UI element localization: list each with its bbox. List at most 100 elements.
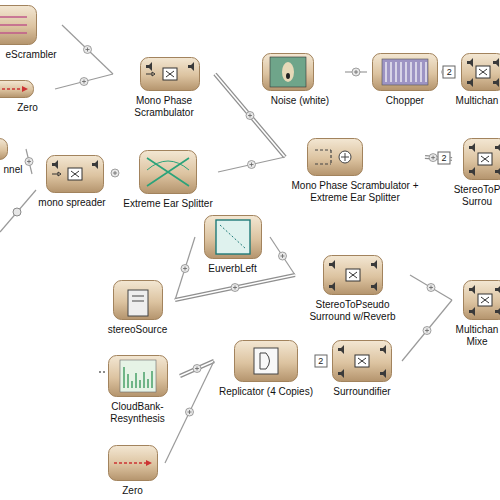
module-node: Extreme Ear Splitter [118, 150, 218, 210]
patch-wire [402, 300, 452, 361]
icon-glyph [254, 348, 278, 374]
module-node: EuverbLeft [195, 215, 270, 275]
wire-junction [181, 265, 189, 273]
ellipsis-dots [99, 371, 105, 373]
icon-glyph [382, 59, 428, 85]
module-label: nnel [0, 164, 26, 176]
module-icon [372, 53, 438, 91]
patch-wire [180, 361, 214, 376]
icon-glyph [0, 17, 27, 33]
icon-body [108, 356, 167, 397]
module-icon [262, 53, 314, 91]
module-node: Zero [100, 445, 165, 497]
wire-junction [111, 169, 119, 177]
module-node: Multichan Mixe [452, 280, 500, 348]
module-label: Zero [0, 102, 55, 114]
module-label: Extreme Ear Splitter [118, 198, 218, 210]
module-label: Surroundifier [322, 386, 402, 398]
icon-body [462, 54, 500, 91]
icon-body [323, 256, 382, 295]
module-label: Multichan Mixe [452, 324, 500, 348]
module-icon [46, 155, 104, 193]
module-icon [463, 138, 500, 180]
module-node: Mono Phase Scrambulator [113, 57, 215, 119]
module-icon [307, 138, 363, 176]
icon-body [0, 139, 8, 160]
module-node: Noise (white) [255, 53, 345, 107]
module-icon [113, 280, 163, 320]
wire-junction [193, 365, 201, 373]
icon-body [204, 216, 261, 259]
module-label: Multichan [452, 95, 500, 107]
icon-glyph [338, 345, 386, 378]
module-node: stereoSource [100, 280, 175, 336]
icon-glyph [469, 285, 500, 316]
icon-glyph [329, 260, 377, 291]
module-icon [461, 53, 500, 91]
icon-body [263, 54, 314, 91]
patch-wire [175, 275, 295, 300]
module-label: stereoSource [100, 324, 175, 336]
module-node: Multichan [452, 53, 500, 107]
patch-wire [270, 237, 295, 275]
icon-glyph [216, 220, 250, 254]
module-icon [234, 340, 298, 382]
double-wire-outline [175, 275, 295, 300]
module-node: CloudBank- Resynthesis [95, 355, 180, 425]
module-label: Zero [100, 485, 165, 497]
icon-glyph [0, 86, 28, 92]
module-icon [140, 57, 200, 91]
icon-glyph [467, 58, 499, 87]
icon-body [373, 54, 438, 91]
icon-glyph [146, 62, 194, 80]
patch-wire [175, 237, 195, 300]
icon-glyph [469, 143, 500, 176]
module-node: eScrambler [0, 5, 62, 61]
icon-body [140, 151, 197, 194]
wire-junction [427, 284, 435, 292]
channel-count: 2 [314, 355, 327, 368]
icon-body [464, 139, 500, 180]
icon-glyph [315, 150, 351, 164]
module-node: Surroundifier [322, 340, 402, 398]
module-label: Chopper [367, 95, 443, 107]
wire-junction [84, 46, 92, 54]
module-label: StereoToPseudo Surround w/Reverb [295, 299, 410, 323]
module-icon [108, 445, 158, 481]
module-label: EuverbLeft [195, 263, 270, 275]
icon-body [464, 281, 500, 320]
module-node: StereoToPseudo Surround w/Reverb [295, 255, 410, 323]
module-icon [139, 150, 197, 194]
patch-wire [62, 25, 113, 74]
module-label: CloudBank- Resynthesis [95, 401, 180, 425]
icon-body [47, 156, 104, 193]
module-label: mono spreader [32, 197, 112, 209]
wire-junction [279, 252, 287, 260]
module-node: Replicator (4 Copies) [214, 340, 318, 398]
module-node: Zero [0, 80, 55, 114]
module-icon [332, 340, 392, 382]
wire-junction [25, 158, 33, 166]
patch-wire [410, 275, 452, 300]
icon-body [0, 81, 33, 98]
module-label: Mono Phase Scrambulator + Extreme Ear Sp… [285, 180, 425, 204]
module-node: Chopper [367, 53, 443, 107]
icon-glyph [114, 460, 152, 466]
module-label: Mono Phase Scrambulator [113, 95, 215, 119]
module-node: nnel [0, 138, 26, 176]
wire-junction [423, 327, 431, 335]
wire-junction [186, 408, 194, 416]
patch-wire [218, 157, 285, 172]
module-label: StereoToP Surrou [452, 184, 500, 208]
channel-count: 2 [437, 152, 450, 165]
module-node: Mono Phase Scrambulator + Extreme Ear Sp… [285, 138, 425, 204]
module-icon [0, 80, 34, 98]
wire-junction [80, 78, 88, 86]
module-icon [0, 138, 8, 160]
patch-wire [165, 361, 214, 463]
icon-body [333, 341, 392, 382]
wire-junction [352, 68, 360, 76]
icon-body [308, 139, 363, 176]
channel-count: 2 [443, 66, 456, 79]
